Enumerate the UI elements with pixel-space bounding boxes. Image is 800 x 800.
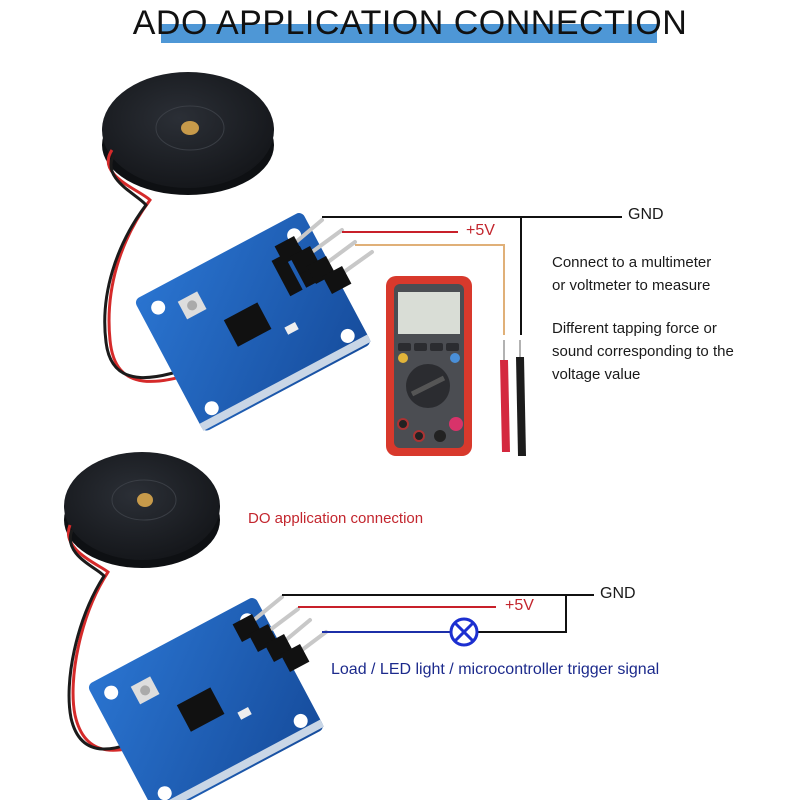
piezo-wire-black-bottom bbox=[67, 529, 157, 751]
note-line: sound corresponding to the bbox=[552, 343, 734, 360]
lamp-icon bbox=[449, 617, 479, 647]
ao-wire-top bbox=[355, 244, 505, 335]
piezo-brass-center bbox=[181, 121, 199, 135]
header-housings-top bbox=[274, 236, 352, 294]
note-line: Different tapping force or bbox=[552, 320, 717, 337]
load-return-wire bbox=[478, 595, 567, 633]
sensor-module-bottom bbox=[88, 598, 325, 800]
load-label: Load / LED light / microcontroller trigg… bbox=[331, 661, 660, 678]
multimeter-note: Connect to a multimeter or voltmeter to … bbox=[552, 251, 711, 297]
op-amp-chip bbox=[223, 302, 272, 347]
piezo-wire-red bbox=[106, 149, 211, 383]
piezo-disc-bottom bbox=[64, 452, 220, 568]
header-housings-bottom bbox=[232, 614, 310, 672]
sensor-module-top bbox=[135, 213, 372, 431]
note-line: or voltmeter to measure bbox=[552, 277, 711, 294]
piezo-disc-top bbox=[102, 72, 274, 195]
title-highlight-bar bbox=[161, 24, 657, 43]
note-line: voltage value bbox=[552, 366, 641, 383]
do-section-heading: DO application connection bbox=[248, 510, 424, 527]
vcc-label-top: +5V bbox=[466, 222, 495, 239]
header-pins-bottom bbox=[252, 595, 328, 652]
multimeter bbox=[386, 276, 472, 456]
gnd-label-bottom: GND bbox=[600, 585, 636, 602]
voltage-note: Different tapping force or sound corresp… bbox=[552, 317, 734, 386]
header-pins bbox=[271, 254, 303, 297]
multimeter-display bbox=[398, 292, 460, 334]
piezo-wire-black bbox=[103, 154, 207, 380]
page-title: ADO APPLICATION CONNECTION bbox=[132, 4, 688, 42]
test-probes bbox=[500, 340, 526, 456]
header-pins-top bbox=[294, 218, 374, 274]
vcc-label-bottom: +5V bbox=[505, 597, 534, 614]
gnd-label-top: GND bbox=[628, 206, 664, 223]
note-line: Connect to a multimeter bbox=[552, 254, 712, 271]
